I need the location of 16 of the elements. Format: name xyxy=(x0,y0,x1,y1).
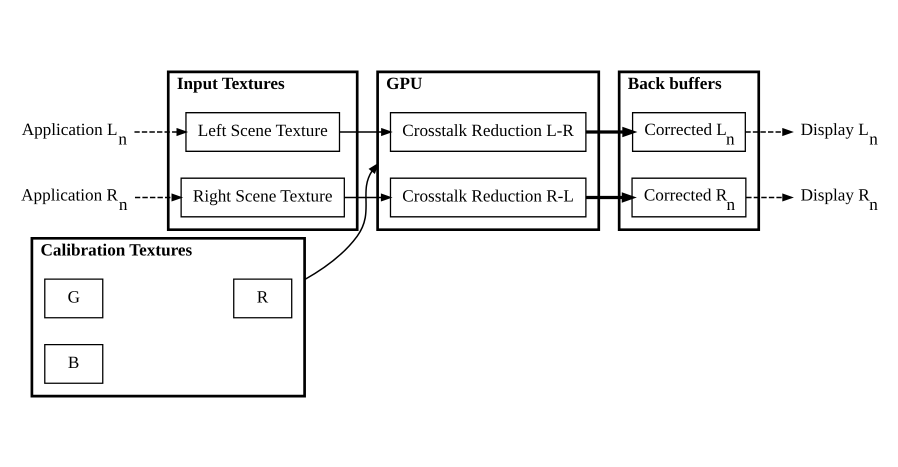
arrow xyxy=(304,162,380,280)
node-box: Left Scene Texture xyxy=(185,112,340,152)
arrow xyxy=(746,192,794,202)
node-box: Crosstalk Reduction L-R xyxy=(390,112,587,152)
arrow xyxy=(340,127,393,136)
node-box: G xyxy=(44,278,104,318)
arrow xyxy=(134,127,188,136)
arrow xyxy=(586,126,638,137)
arrow xyxy=(344,192,393,202)
node-box: Right Scene Texture xyxy=(180,177,345,217)
node-box: B xyxy=(44,343,104,384)
arrow xyxy=(134,192,184,202)
node-box: R xyxy=(233,278,292,318)
arrow xyxy=(586,192,637,202)
node-box: Crosstalk Reduction R-L xyxy=(390,177,587,217)
arrow xyxy=(745,127,794,136)
